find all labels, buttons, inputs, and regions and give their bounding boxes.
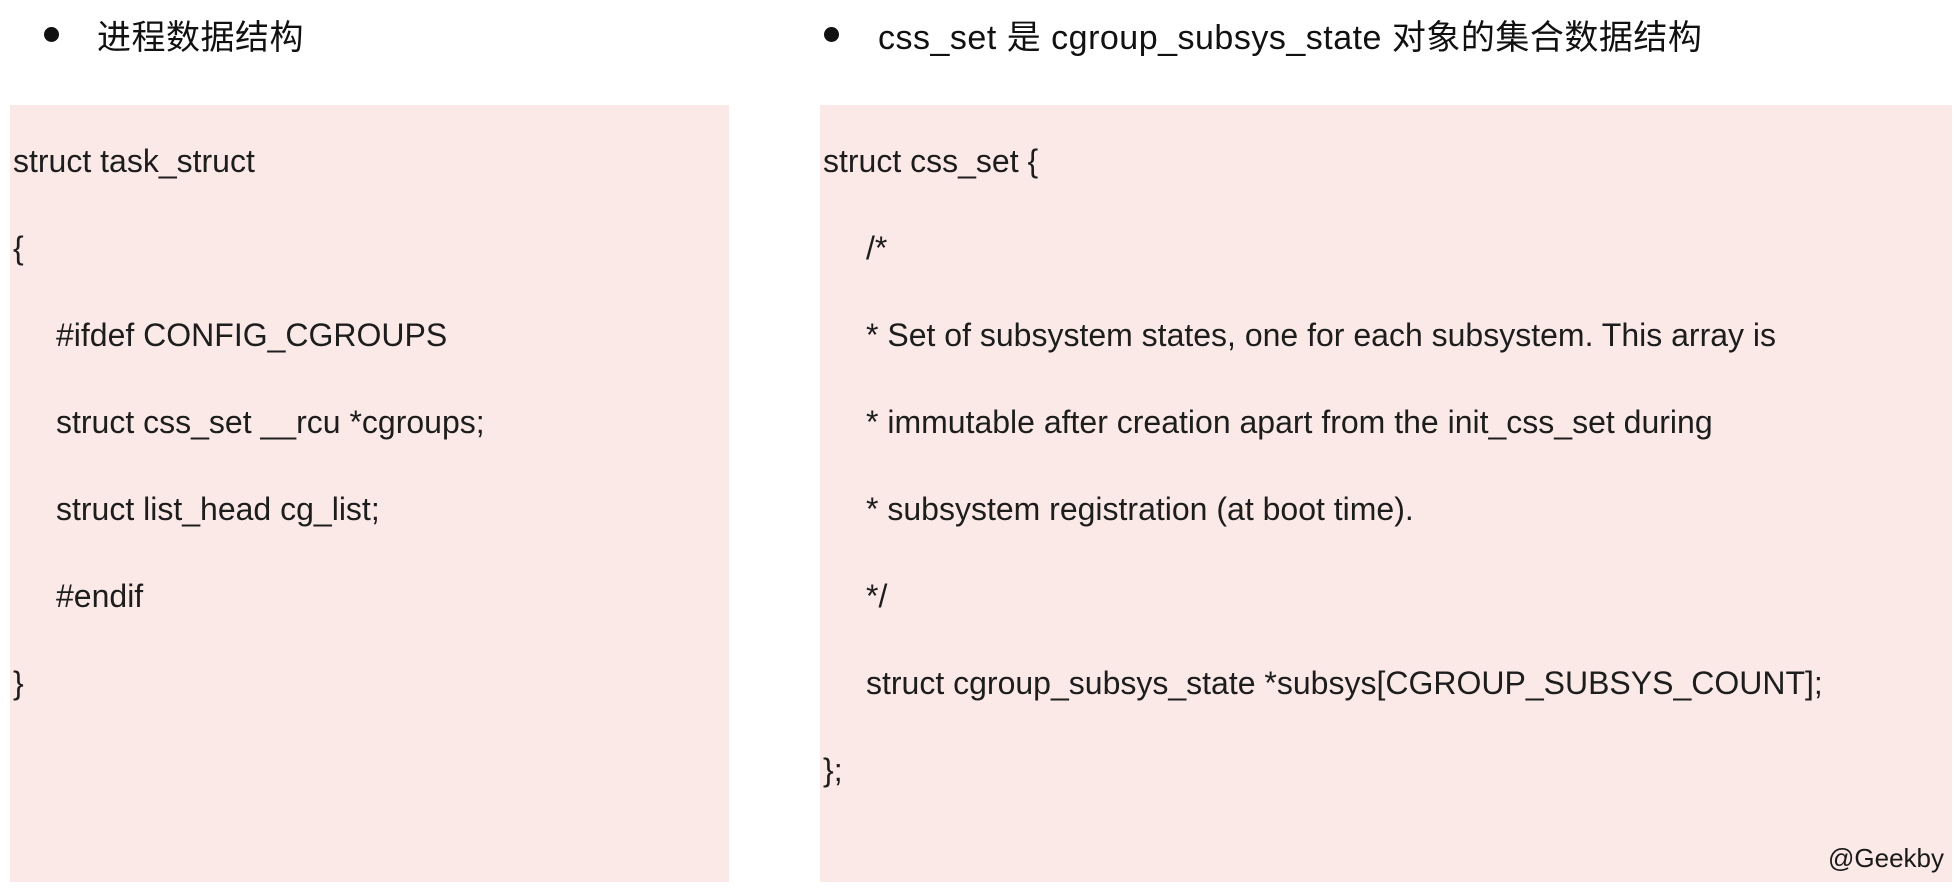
code-line: * subsystem registration (at boot time).	[866, 491, 1414, 527]
code-line: struct css_set __rcu *cgroups;	[56, 404, 485, 440]
bullet-item-process-data-structure: 进程数据结构	[44, 10, 304, 58]
code-line: {	[13, 230, 24, 266]
code-block-task-struct: struct task_struct { #ifdef CONFIG_CGROUPS…	[10, 105, 729, 882]
code-line: #endif	[56, 578, 144, 614]
code-line: */	[866, 578, 888, 614]
code-line: #ifdef CONFIG_CGROUPS	[56, 317, 448, 353]
bullet-item-css-set-description: css_set 是 cgroup_subsys_state 对象的集合数据结构	[824, 10, 1702, 58]
code-line: struct css_set {	[823, 143, 1039, 179]
bullet-icon	[44, 26, 59, 42]
code-line: };	[823, 752, 843, 788]
code-line: /*	[866, 230, 888, 266]
watermark: @Geekby	[1828, 843, 1944, 873]
bullet-icon	[824, 26, 839, 42]
code-line: struct list_head cg_list;	[56, 491, 380, 527]
code-block-css-set: struct css_set { /* * Set of subsystem sta…	[820, 105, 1952, 882]
code-line: struct cgroup_subsys_state *subsys[CGROU…	[866, 665, 1823, 701]
code-line: struct task_struct	[13, 143, 255, 179]
code-line: * immutable after creation apart from th…	[866, 404, 1713, 440]
code-line: }	[13, 665, 24, 701]
heading-label: css_set 是 cgroup_subsys_state 对象的集合数据结构	[878, 18, 1703, 57]
heading-label: 进程数据结构	[97, 18, 304, 57]
code-line: * Set of subsystem states, one for each …	[866, 317, 1777, 353]
